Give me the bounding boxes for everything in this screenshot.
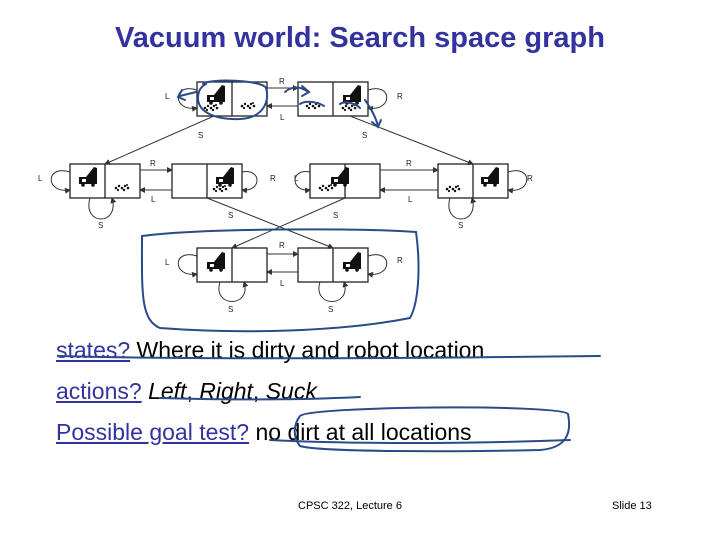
footer-slide-number: Slide 13 (612, 500, 652, 512)
goal-question: Possible goal test? (56, 419, 250, 445)
edge-label-left: L (38, 174, 43, 183)
edge-label-suck: S (228, 211, 233, 220)
edge-label-right: R (406, 159, 412, 168)
state-box-mid-1 (69, 163, 141, 199)
edge-label-right: R (397, 92, 403, 101)
bullet-goal: Possible goal test? no dirt at all locat… (56, 412, 484, 453)
edge-label-right: R (397, 256, 403, 265)
bullet-states: states? Where it is dirty and robot loca… (56, 330, 484, 371)
state-box-mid-2 (171, 163, 243, 199)
edge-label-right: R (150, 159, 156, 168)
edge-label-right: R (270, 174, 276, 183)
state-box-top-left (196, 81, 268, 117)
states-answer: Where it is dirty and robot location (136, 337, 485, 363)
edge-label-right: R (279, 241, 285, 250)
edge-label-suck: S (198, 131, 203, 140)
edge-label-left: L (165, 258, 170, 267)
state-box-bottom-left (196, 247, 268, 283)
state-box-mid-3 (309, 163, 381, 199)
bullet-list: states? Where it is dirty and robot loca… (56, 330, 484, 453)
edge-label-right: R (527, 174, 533, 183)
edge-label-left: L (280, 113, 285, 122)
action-right: Right (199, 378, 253, 404)
bullet-actions: actions? Left, Right, Suck (56, 378, 317, 404)
state-box-mid-4 (437, 163, 509, 199)
edge-label-left: L (294, 174, 299, 183)
state-box-top-right (297, 81, 369, 117)
actions-question: actions? (56, 378, 142, 404)
states-question: states? (56, 337, 131, 363)
edge-label-left: L (151, 195, 156, 204)
action-suck: Suck (265, 378, 317, 404)
edge-label-suck: S (333, 211, 338, 220)
edge-label-left: L (280, 279, 285, 288)
edge-label-left: L (408, 195, 413, 204)
edge-label-suck: S (228, 305, 233, 314)
action-left: Left (148, 378, 187, 404)
edge-label-suck: S (362, 131, 367, 140)
edge-label-suck: S (458, 221, 463, 230)
search-space-graph: R L L R S S R L L R L R L R S S S S R L … (38, 77, 533, 314)
slide-title: Vacuum world: Search space graph (115, 22, 605, 54)
edge-label-suck: S (98, 221, 103, 230)
footer-course: CPSC 322, Lecture 6 (298, 500, 402, 512)
edge-label-suck: S (328, 305, 333, 314)
goal-answer: no dirt at all locations (255, 419, 472, 445)
state-box-bottom-right (297, 247, 369, 283)
edge-label-left: L (165, 92, 170, 101)
edge-label-right: R (279, 77, 285, 86)
